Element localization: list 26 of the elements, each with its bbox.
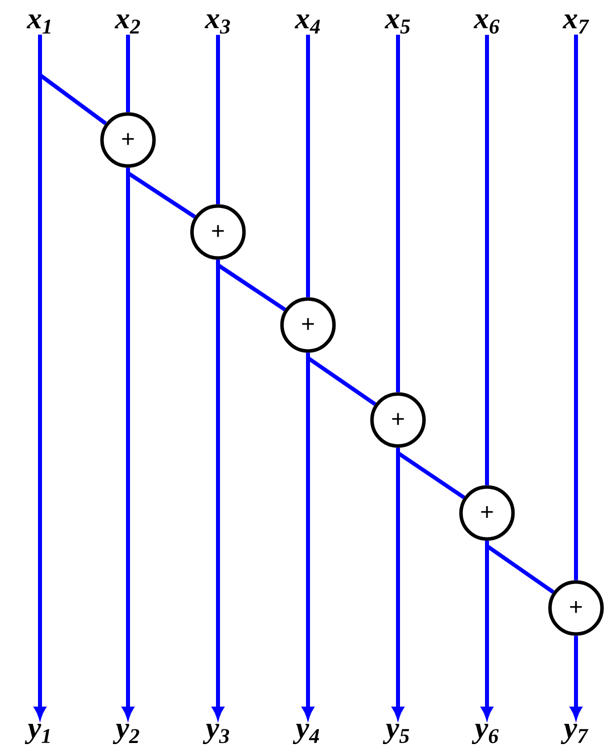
variable-label: y$_{4}$ [292,724,320,744]
variable-label: x$_{4}$ [294,14,320,34]
wire-line [38,34,107,126]
wire-line [216,260,286,312]
wire-line [574,34,578,580]
wire-line [126,34,130,112]
variable-label: y$_{3}$ [202,724,230,744]
variable-label: x$_{7}$ [562,14,590,34]
wire-line [216,34,220,204]
variable-label: x$_{6}$ [474,14,500,34]
wire-line [396,34,400,392]
variable-label: y$_{6}$ [472,724,499,744]
wire-line [485,34,489,486]
variable-label: x$_{1}$ [26,14,50,34]
variable-label: x$_{3}$ [204,14,230,34]
wire-line [126,168,196,218]
variable-label: y$_{2}$ [112,724,140,744]
variable-label: y$_{5}$ [382,724,410,744]
variable-label: x$_{5}$ [384,14,410,34]
wire-line [396,448,466,500]
wire-line [485,540,554,594]
wire-line [306,352,376,406]
wire-line [306,34,310,298]
variable-label: y$_{1}$ [24,724,50,744]
variable-label: x$_{2}$ [114,14,140,34]
variable-label: y$_{7}$ [560,724,588,744]
